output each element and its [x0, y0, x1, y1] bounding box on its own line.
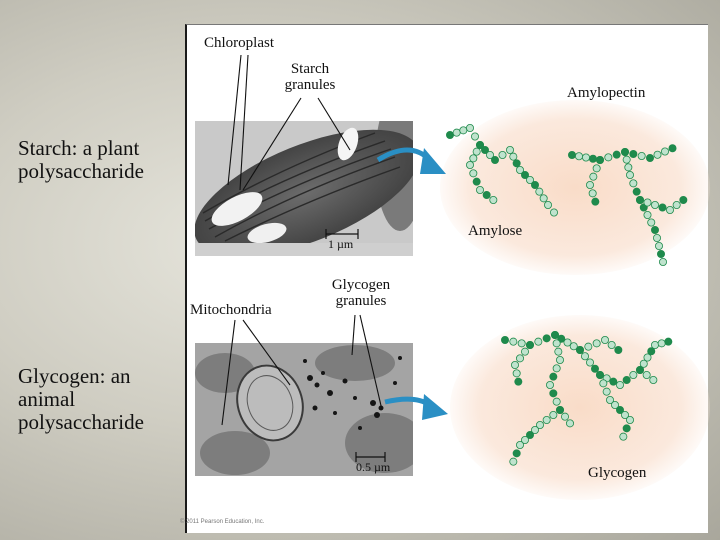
chloroplast-label: Chloroplast: [204, 35, 274, 51]
scale-1um-label: 1 µm: [328, 237, 354, 251]
amylopectin-label: Amylopectin: [567, 85, 646, 101]
amylopectin-chain-d: [586, 155, 605, 206]
chloroplast-image: [195, 121, 413, 256]
amylose-label: Amylose: [468, 223, 523, 239]
starch-granules-label: Starch granules: [284, 61, 336, 93]
amylopectin-chain-c: [636, 195, 688, 214]
copyright-credit: © 2011 Pearson Education, Inc.: [180, 519, 265, 525]
glycogen-granules-label: Glycogen granules: [331, 277, 391, 309]
glycogen-chain-d: [509, 405, 565, 466]
chloroplast-micrograph: [195, 121, 413, 256]
glycogen-chain-e: [596, 370, 635, 441]
scale-bars: [325, 229, 386, 462]
amylose-chain-a: [445, 124, 559, 217]
glycogen-caption: Glycogen: an animal polysaccharide: [18, 364, 144, 435]
leader-lines: [221, 54, 383, 426]
mitochondria-label: Mitochondria: [190, 302, 272, 318]
glycogen-glow: [450, 315, 710, 500]
glycogen-chain-g: [636, 337, 673, 374]
glycogen-label: Glycogen: [588, 465, 647, 481]
glycogen-chain-b: [546, 330, 575, 428]
glycogen-image: [195, 343, 413, 476]
arrow-glycogen: [384, 394, 448, 420]
glycogen-chain-f: [510, 340, 535, 386]
liver-micrograph: [195, 343, 413, 476]
starch-caption: Starch: a plant polysaccharide: [18, 136, 144, 184]
amylopectin-chain-a: [568, 144, 677, 164]
amylose-chain-b: [465, 140, 498, 204]
scale-05um-label: 0.5 µm: [356, 460, 391, 474]
amylopectin-glow: [440, 100, 710, 275]
molecule-chains: [445, 124, 688, 466]
arrow-starch: [376, 147, 446, 174]
